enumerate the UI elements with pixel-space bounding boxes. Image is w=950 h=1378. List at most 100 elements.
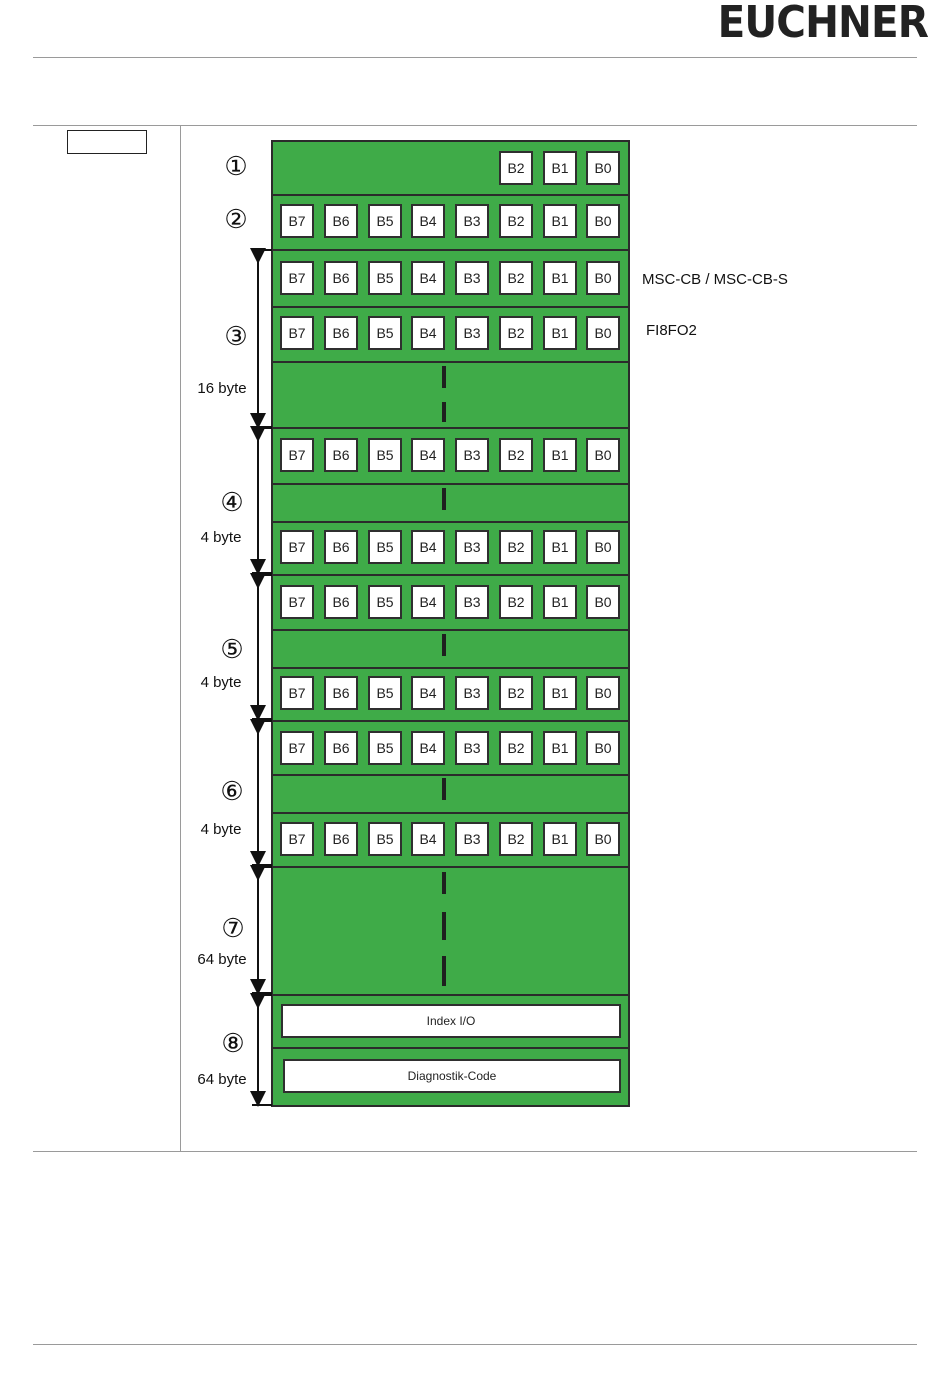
bit-cell-b2: B2 <box>499 585 533 619</box>
diagnostic-code-field: Diagnostik-Code <box>283 1059 621 1093</box>
section-number-3: ③ <box>224 322 248 352</box>
row-separator <box>271 994 630 996</box>
row-separator <box>271 306 630 308</box>
bit-cell-b5: B5 <box>368 585 402 619</box>
msc-cb-label: MSC-CB / MSC-CB-S <box>642 271 788 288</box>
bit-cell-b3: B3 <box>455 204 489 238</box>
continuation-dash <box>442 402 446 422</box>
bit-cell-b6: B6 <box>324 822 358 856</box>
continuation-dash <box>442 912 446 940</box>
table-column-divider <box>180 126 181 1151</box>
bit-cell-b5: B5 <box>368 316 402 350</box>
bit-cell-b0: B0 <box>586 151 620 185</box>
bit-cell-b6: B6 <box>324 676 358 710</box>
bit-cell-b5: B5 <box>368 204 402 238</box>
continuation-dash <box>442 872 446 894</box>
bit-cell-b1: B1 <box>543 731 577 765</box>
bit-cell-b0: B0 <box>586 530 620 564</box>
bit-cell-b1: B1 <box>543 585 577 619</box>
bit-cell-b2: B2 <box>499 316 533 350</box>
bit-cell-b3: B3 <box>455 676 489 710</box>
bit-cell-b2: B2 <box>499 530 533 564</box>
footer-rule <box>33 1344 917 1345</box>
row-separator <box>271 866 630 868</box>
bit-cell-b4: B4 <box>411 822 445 856</box>
bit-cell-b5: B5 <box>368 530 402 564</box>
bit-cell-b1: B1 <box>543 676 577 710</box>
bit-cell-b3: B3 <box>455 731 489 765</box>
bit-cell-b4: B4 <box>411 261 445 295</box>
bit-cell-b2: B2 <box>499 438 533 472</box>
row-separator <box>271 667 630 669</box>
bit-cell-b1: B1 <box>543 151 577 185</box>
size-label-4: 4 byte <box>200 529 242 546</box>
bit-cell-b1: B1 <box>543 261 577 295</box>
bit-cell-b2: B2 <box>499 204 533 238</box>
bit-cell-b7: B7 <box>280 261 314 295</box>
continuation-dash <box>442 778 446 800</box>
bit-cell-b5: B5 <box>368 822 402 856</box>
bit-cell-b6: B6 <box>324 316 358 350</box>
row-separator <box>271 361 630 363</box>
bit-cell-b6: B6 <box>324 204 358 238</box>
row-separator <box>271 427 630 429</box>
section-number-2: ② <box>224 205 248 235</box>
bit-cell-b2: B2 <box>499 676 533 710</box>
bit-cell-b0: B0 <box>586 261 620 295</box>
bit-cell-b7: B7 <box>280 731 314 765</box>
bit-cell-b7: B7 <box>280 438 314 472</box>
row-separator <box>271 1047 630 1049</box>
bit-cell-b3: B3 <box>455 316 489 350</box>
empty-label-box <box>67 130 147 154</box>
bit-cell-b2: B2 <box>499 261 533 295</box>
bit-cell-b0: B0 <box>586 676 620 710</box>
bit-cell-b1: B1 <box>543 438 577 472</box>
bit-cell-b1: B1 <box>543 822 577 856</box>
row-separator <box>271 629 630 631</box>
bit-cell-b2: B2 <box>499 151 533 185</box>
bit-cell-b7: B7 <box>280 676 314 710</box>
bit-cell-b1: B1 <box>543 204 577 238</box>
bit-cell-b7: B7 <box>280 316 314 350</box>
bit-cell-b3: B3 <box>455 530 489 564</box>
section-number-5: ⑤ <box>220 635 244 665</box>
section-number-4: ④ <box>220 488 244 518</box>
bit-cell-b3: B3 <box>455 438 489 472</box>
bit-cell-b4: B4 <box>411 530 445 564</box>
bit-cell-b7: B7 <box>280 585 314 619</box>
section-number-7: ⑦ <box>221 914 245 944</box>
bit-cell-b0: B0 <box>586 316 620 350</box>
bit-cell-b6: B6 <box>324 530 358 564</box>
size-label-6: 4 byte <box>200 821 242 838</box>
bit-cell-b6: B6 <box>324 438 358 472</box>
bit-cell-b3: B3 <box>455 822 489 856</box>
section-number-6: ⑥ <box>220 777 244 807</box>
row-separator <box>271 812 630 814</box>
bit-cell-b7: B7 <box>280 530 314 564</box>
euchner-logo: EUCHNER <box>717 0 929 48</box>
data-structure-stack <box>271 140 630 1107</box>
bit-cell-b2: B2 <box>499 731 533 765</box>
section-number-1: ① <box>224 152 248 182</box>
bit-cell-b2: B2 <box>499 822 533 856</box>
bit-cell-b0: B0 <box>586 731 620 765</box>
section-number-8: ⑧ <box>221 1029 245 1059</box>
size-label-7: 64 byte <box>197 951 247 968</box>
bit-cell-b0: B0 <box>586 438 620 472</box>
bit-cell-b5: B5 <box>368 676 402 710</box>
header-rule <box>33 57 917 58</box>
continuation-dash <box>442 956 446 986</box>
bit-cell-b4: B4 <box>411 676 445 710</box>
row-separator <box>271 720 630 722</box>
bit-cell-b4: B4 <box>411 204 445 238</box>
size-label-3: 16 byte <box>197 380 247 397</box>
bit-cell-b5: B5 <box>368 438 402 472</box>
fi8fo2-label: FI8FO2 <box>646 322 697 339</box>
row-separator <box>271 483 630 485</box>
table-top-rule <box>33 125 917 126</box>
bit-cell-b0: B0 <box>586 204 620 238</box>
bit-cell-b5: B5 <box>368 261 402 295</box>
bit-cell-b0: B0 <box>586 822 620 856</box>
bit-cell-b6: B6 <box>324 731 358 765</box>
bit-cell-b3: B3 <box>455 585 489 619</box>
